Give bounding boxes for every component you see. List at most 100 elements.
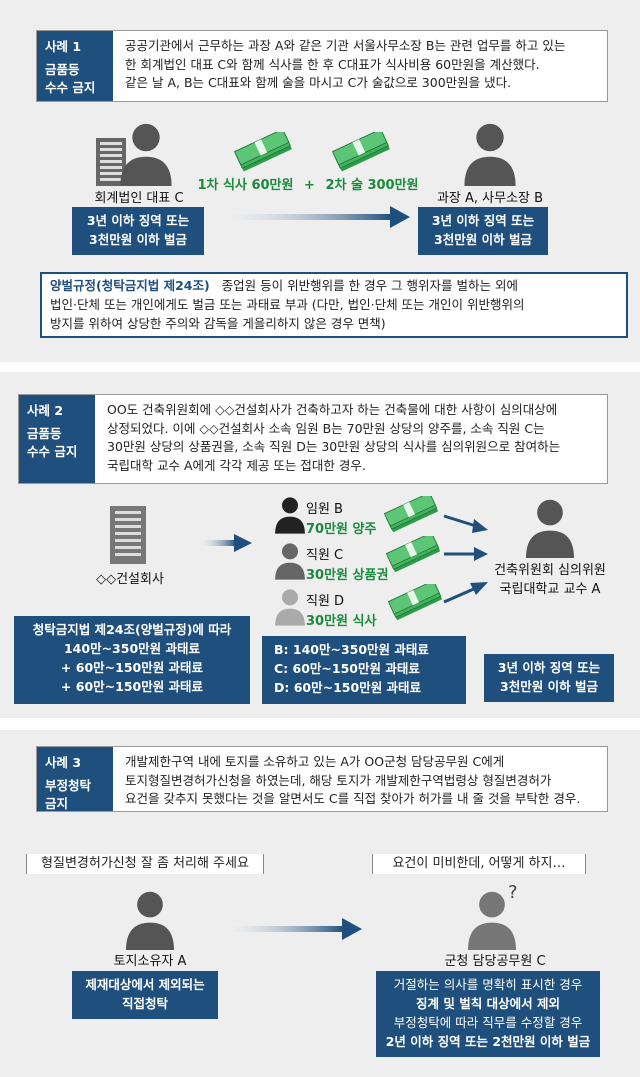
penalty-line: 부정청탁에 따라 직무를 수정할 경우 <box>393 1015 583 1030</box>
case3-question-mark: ? <box>508 882 518 903</box>
case3-text: 개발제한구역 내에 토지를 소유하고 있는 A가 OO군청 담당공무원 C에게 … <box>125 753 597 809</box>
case3-text-line: 토지형질변경허가신청을 하였는데, 해당 토지가 개발제한구역법령상 형질변경허… <box>125 772 552 788</box>
money-icon <box>232 132 296 172</box>
case1-left-label: 회계법인 대표 C <box>94 191 184 206</box>
case3-tag-line2: 금지 <box>45 796 69 811</box>
building-icon <box>110 506 146 564</box>
penalty-line: 3년 이하 징역 또는 <box>497 660 601 675</box>
penalty-line: + 60만~150만원 과태료 <box>60 679 204 694</box>
giver-c-gift: 30만원 상품권 <box>306 568 389 583</box>
case3-text-line: 개발제한구역 내에 토지를 소유하고 있는 A가 OO군청 담당공무원 C에게 <box>125 754 505 769</box>
case1-rule-line: 종업원 등이 위반행위를 한 경우 그 행위자를 벌하는 외에 <box>221 278 518 293</box>
penalty-line: 3년 이하 징역 또는 <box>86 213 190 228</box>
money-icon <box>384 536 444 572</box>
case2-company-penalty: 청탁금지법 제24조(양벌규정)에 따라 140만~350만원 과태료 + 60… <box>14 616 250 704</box>
case1-tag-line2: 수수 금지 <box>45 80 96 95</box>
case2-company-arrow <box>196 534 252 552</box>
penalty-line: 징계 및 벌칙 대상에서 제외 <box>416 996 560 1011</box>
money-icon <box>330 132 394 172</box>
case1-description-box: 사례 1 금품등 수수 금지 공공기관에서 근무하는 과장 A와 같은 기관 서… <box>36 30 608 102</box>
penalty-line: 3천만원 이하 벌금 <box>434 232 532 247</box>
case1-money-label: 1차 식사 60만원 + 2차 술 300만원 <box>196 174 420 193</box>
money-icon <box>386 584 446 620</box>
case2-tag-title: 사례 2 <box>27 403 64 418</box>
case2-giver-penalty: B: 140만~350만원 과태료 C: 60만~150만원 과태료 D: 60… <box>262 636 466 704</box>
case3-panel: 사례 3 부정청탁 금지 개발제한구역 내에 토지를 소유하고 있는 A가 OO… <box>0 730 640 1077</box>
case1-right-label: 과장 A, 사무소장 B <box>436 191 544 206</box>
case3-right-bubble: 요건이 미비한데, 어떻게 하지… <box>372 854 586 874</box>
penalty-line: 제재대상에서 제외되는 <box>85 977 205 992</box>
case1-tag-line1: 금품등 <box>45 62 80 77</box>
case2-receiver-line1: 건축위원회 심의위원 <box>494 563 606 578</box>
case1-text-line: 한 회계법인 대표 C와 함께 식사를 한 후 C대표가 식사비용 60만원을 … <box>125 56 540 72</box>
case3-arrow <box>212 918 362 940</box>
penalty-line: 3년 이하 징역 또는 <box>431 213 535 228</box>
case3-right-penalty: 거절하는 의사를 명확히 표시한 경우 징계 및 벌칙 대상에서 제외 부정청탁… <box>376 971 600 1057</box>
penalty-line: 2년 이하 징역 또는 2천만원 이하 벌금 <box>385 1034 591 1049</box>
giver-d-gift: 30만원 식사 <box>306 614 377 629</box>
giver-b-name: 임원 B <box>306 502 343 517</box>
penalty-line: 3천만원 이하 벌금 <box>500 679 598 694</box>
case2-receiver-penalty: 3년 이하 징역 또는 3천만원 이하 벌금 <box>484 654 614 702</box>
case2-receiver-line2: 국립대학교 교수 A <box>499 582 601 597</box>
case2-panel: 사례 2 금품등 수수 금지 OO도 건축위원회에 ◇◇건설회사가 건축하고자 … <box>0 372 640 718</box>
penalty-line: B: 140만~350만원 과태료 <box>274 642 429 657</box>
case1-text-line: 공공기관에서 근무하는 과장 A와 같은 기관 서울사무소장 B는 관련 업무를… <box>125 38 566 53</box>
case1-arrow <box>204 206 410 228</box>
case1-text: 공공기관에서 근무하는 과장 A와 같은 기관 서울사무소장 B는 관련 업무를… <box>125 37 597 93</box>
person-d-icon <box>274 588 306 626</box>
case1-tag-title: 사례 1 <box>45 39 82 54</box>
penalty-line: C: 60만~150만원 과태료 <box>274 661 420 676</box>
money-icon <box>382 496 442 532</box>
case1-money-part2: 2차 술 300만원 <box>325 178 419 193</box>
case1-rule-line: 법인·단체 또는 개인에게도 벌금 또는 과태료 부과 (다만, 법인·단체 또… <box>50 297 525 312</box>
case2-text-line: 30만원 상당의 상품권을, 소속 직원 D는 30만원 상당의 식사를 심의위… <box>107 439 561 454</box>
building-icon <box>96 138 126 186</box>
penalty-line: 청탁금지법 제24조(양벌규정)에 따라 <box>32 622 232 637</box>
case1-tag: 사례 1 금품등 수수 금지 <box>37 31 113 101</box>
giver-d-name: 직원 D <box>306 594 345 609</box>
case1-rule-title: 양벌규정(청탁금지법 제24조) <box>50 278 210 293</box>
penalty-line: 140만~350만원 과태료 <box>63 641 200 656</box>
case3-tag: 사례 3 부정청탁 금지 <box>37 747 113 811</box>
giver-b-gift: 70만원 양주 <box>306 522 377 537</box>
case3-description-box: 사례 3 부정청탁 금지 개발제한구역 내에 토지를 소유하고 있는 A가 OO… <box>36 746 608 812</box>
penalty-line: + 60만~150만원 과태료 <box>60 660 204 675</box>
case3-left-bubble: 형질변경허가신청 잘 좀 처리해 주세요 <box>26 854 264 874</box>
case1-text-line: 같은 날 A, B는 C대표와 함께 술을 마시고 C가 술값으로 300만원을… <box>125 75 512 90</box>
case2-company-label: ◇◇건설회사 <box>96 572 164 587</box>
person-b-icon <box>274 496 306 534</box>
case3-text-line: 요건을 갖추지 못했다는 것을 알면서도 C를 직접 찾아가 허가를 내 줄 것… <box>125 791 581 806</box>
case3-left-label: 토지소유자 A <box>113 954 187 969</box>
case1-left-penalty: 3년 이하 징역 또는 3천만원 이하 벌금 <box>72 207 204 255</box>
case3-right-label: 군청 담당공무원 C <box>444 954 546 969</box>
case1-right-penalty: 3년 이하 징역 또는 3천만원 이하 벌금 <box>418 207 548 255</box>
penalty-line: 3천만원 이하 벌금 <box>89 232 187 247</box>
case2-tag-line1: 금품등 <box>27 426 62 441</box>
case2-tag-line2: 수수 금지 <box>27 444 78 459</box>
person-c-icon <box>274 542 306 580</box>
person-a-icon <box>524 498 576 558</box>
case1-rule-line: 방지를 위하여 상당한 주의와 감독을 게을리하지 않은 경우 면책) <box>50 316 386 331</box>
person-ab-icon <box>462 122 518 186</box>
case1-rule-box: 양벌규정(청탁금지법 제24조) 종업원 등이 위반행위를 한 경우 그 행위자… <box>40 272 628 338</box>
penalty-line: 직접청탁 <box>121 996 168 1011</box>
penalty-line: 거절하는 의사를 명확히 표시한 경우 <box>393 977 583 992</box>
case2-description-box: 사례 2 금품등 수수 금지 OO도 건축위원회에 ◇◇건설회사가 건축하고자 … <box>18 394 608 484</box>
case3-tag-title: 사례 3 <box>45 755 82 770</box>
case3-left-penalty: 제재대상에서 제외되는 직접청탁 <box>72 971 218 1019</box>
case2-text-line: OO도 건축위원회에 ◇◇건설회사가 건축하고자 하는 건축물에 대한 사항이 … <box>107 402 558 417</box>
case2-text: OO도 건축위원회에 ◇◇건설회사가 건축하고자 하는 건축물에 대한 사항이 … <box>107 401 597 475</box>
case2-text-line: 상정되었다. 이에 ◇◇건설회사 소속 임원 B는 70만원 상당의 양주를, … <box>107 420 545 436</box>
person-a-icon <box>124 890 176 950</box>
case2-tag: 사례 2 금품등 수수 금지 <box>19 395 95 483</box>
case1-money-part1: 1차 식사 60만원 <box>197 178 294 193</box>
penalty-line: D: 60만~150만원 과태료 <box>274 680 422 695</box>
case3-tag-line1: 부정청탁 <box>45 778 92 793</box>
case1-money-plus: + <box>304 178 315 193</box>
case2-text-line: 국립대학 교수 A에게 각각 제공 또는 접대한 경우. <box>107 457 366 473</box>
case1-panel: 사례 1 금품등 수수 금지 공공기관에서 근무하는 과장 A와 같은 기관 서… <box>0 0 640 362</box>
person-c-icon <box>118 122 174 186</box>
giver-c-name: 직원 C <box>306 548 344 563</box>
case2-gift-arrows <box>443 514 488 604</box>
